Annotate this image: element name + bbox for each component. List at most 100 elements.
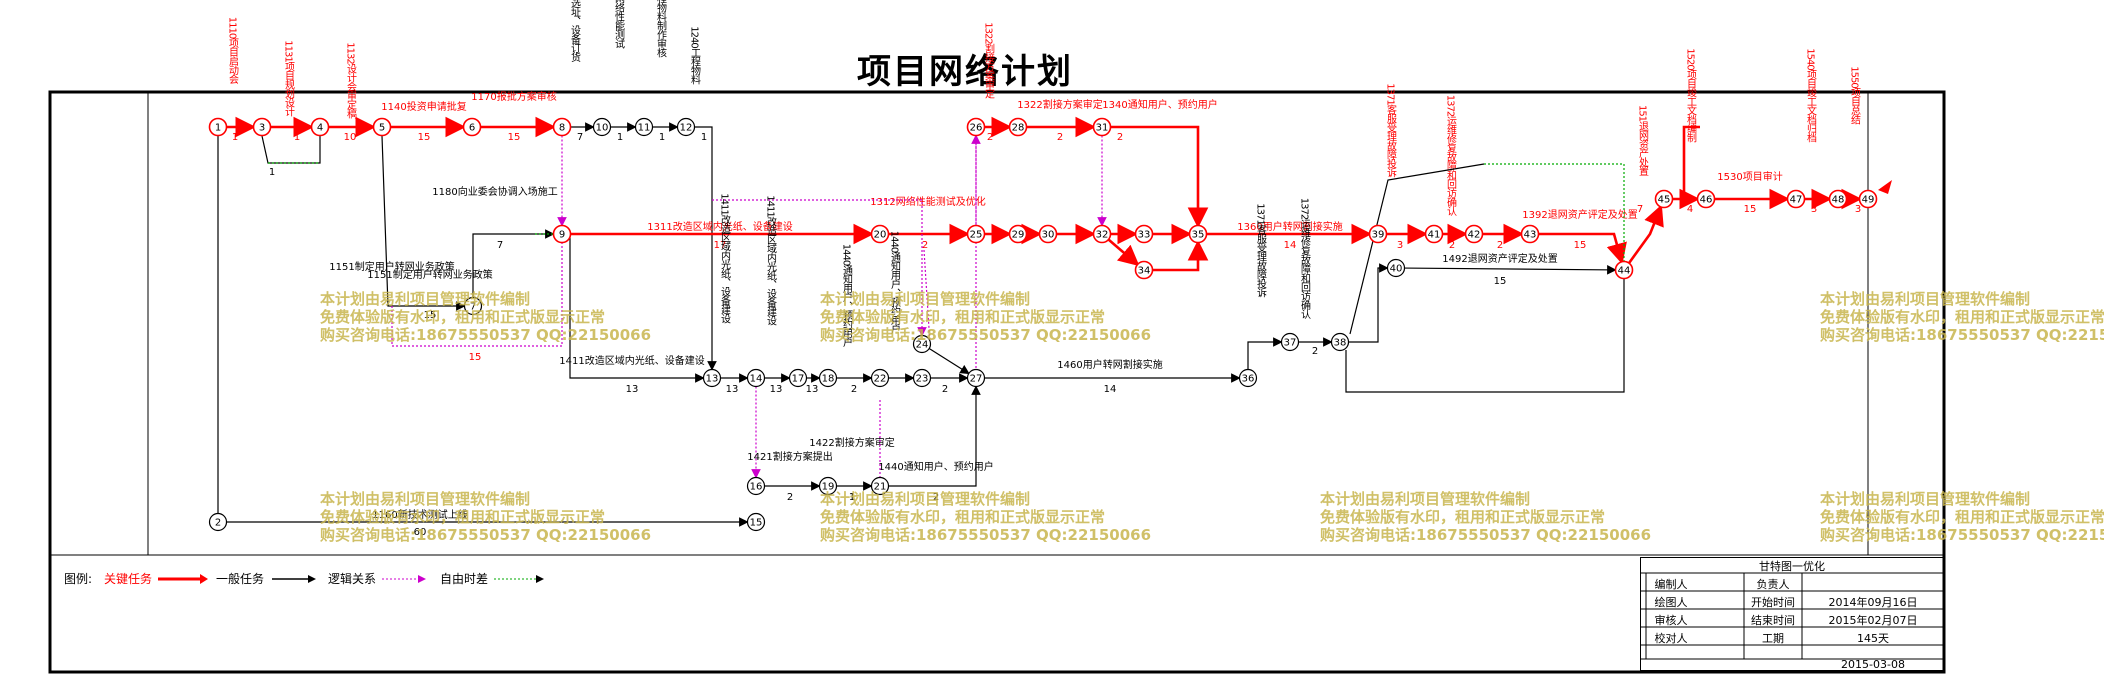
critical-task-arrow xyxy=(1152,239,1209,272)
node-number: 22 xyxy=(874,374,887,385)
node-circle xyxy=(1038,224,1058,244)
task-duration: 1 xyxy=(294,132,300,143)
node-circle xyxy=(310,117,330,137)
task-duration: 15 xyxy=(1744,204,1757,215)
node-number: 20 xyxy=(874,230,887,241)
node-circle xyxy=(634,117,654,137)
node-number: 29 xyxy=(1012,230,1025,241)
task-duration: 1 xyxy=(659,132,665,143)
node-number: 24 xyxy=(916,340,929,351)
node-34: 34 xyxy=(1134,260,1154,280)
task-arrow xyxy=(1345,278,1625,393)
node-38: 38 xyxy=(1330,332,1350,352)
node-circle xyxy=(1828,189,1848,209)
node-circle xyxy=(1368,224,1388,244)
task-arrow xyxy=(472,229,555,298)
node-circle xyxy=(1386,258,1406,278)
node-circle xyxy=(252,117,272,137)
task-label: 1371客服受理故障投诉 xyxy=(1385,83,1397,178)
legend-logic-arrow xyxy=(382,575,426,583)
node-17: 17 xyxy=(788,368,808,388)
node-circle xyxy=(372,117,392,137)
node-number: 11 xyxy=(638,123,651,134)
task-duration: 14 xyxy=(1284,240,1297,251)
node-number: 46 xyxy=(1700,195,1713,206)
task-duration: 7 xyxy=(1637,204,1643,215)
task-duration: 15 xyxy=(1574,240,1587,251)
node-circle xyxy=(1134,260,1154,280)
diagram-title: 项目网络计划 xyxy=(857,52,1073,92)
task-label: 1151制定用户转网业务政策 xyxy=(367,268,492,281)
node-number: 28 xyxy=(1012,123,1025,134)
node-number: 44 xyxy=(1618,266,1631,277)
free-float-arrow xyxy=(391,243,563,347)
watermark-line2: 免费体验版有水印，租用和正式版显示正常 xyxy=(820,508,1106,526)
node-39: 39 xyxy=(1368,224,1388,244)
node-number: 18 xyxy=(822,374,835,385)
node-4: 4 xyxy=(310,117,330,137)
node-13: 13 xyxy=(702,368,722,388)
task-label: 1421割接方案提出 xyxy=(747,450,832,463)
task-label: 1322割接方案审定 xyxy=(1017,98,1102,111)
drawing-frame xyxy=(48,90,1946,674)
task-duration: 2 xyxy=(787,492,793,503)
title-block-value: 2014年09月16日 xyxy=(1828,596,1918,609)
node-1: 1 xyxy=(208,117,228,137)
title-block-key: 负责人 xyxy=(1756,578,1790,591)
watermark-line2: 免费体验版有水印，租用和正式版显示正常 xyxy=(320,308,606,326)
task-duration: 2 xyxy=(1057,132,1063,143)
node-circle xyxy=(966,224,986,244)
node-15: 15 xyxy=(746,512,766,532)
task-label: 1530项目审计 xyxy=(1717,170,1782,183)
task-duration: 3 xyxy=(1855,204,1861,215)
node-31: 31 xyxy=(1092,117,1112,137)
node-number: 4 xyxy=(317,123,323,134)
title-block-value: 145天 xyxy=(1857,632,1889,645)
task-arrow xyxy=(569,234,705,383)
node-circle xyxy=(1696,189,1716,209)
critical-task-arrow xyxy=(1110,125,1209,229)
node-49: 49 xyxy=(1858,189,1878,209)
task-duration: 1 xyxy=(617,132,623,143)
legend-logic-label: 逻辑关系 xyxy=(328,572,377,586)
task-arrow xyxy=(381,135,466,311)
node-number: 5 xyxy=(379,123,385,134)
task-label: 1440通知用户、预约用户 xyxy=(878,460,993,473)
node-6: 6 xyxy=(462,117,482,137)
title-block-value: 2015年02月07日 xyxy=(1828,614,1918,627)
node-10: 10 xyxy=(592,117,612,137)
task-duration: 2 xyxy=(987,132,993,143)
node-21: 21 xyxy=(870,476,890,496)
node-number: 45 xyxy=(1658,195,1671,206)
node-circle xyxy=(702,368,722,388)
node-32: 32 xyxy=(1092,224,1112,244)
node-number: 49 xyxy=(1862,195,1875,206)
node-circle xyxy=(870,476,890,496)
task-duration: 2 xyxy=(1449,240,1455,251)
task-label: 1210机房选址、设备订货 xyxy=(569,0,581,63)
task-label: 1372运维修复故障和回访确认 xyxy=(1299,198,1311,320)
node-number: 40 xyxy=(1390,264,1403,275)
node-42: 42 xyxy=(1464,224,1484,244)
task-duration: 13 xyxy=(770,384,783,395)
task-label: 1422割接方案审定 xyxy=(809,436,894,449)
task-label: 1440通知用户、预约用户 xyxy=(841,244,853,348)
title-block-date: 2015-03-08 xyxy=(1841,658,1905,671)
node-circle xyxy=(552,224,572,244)
node-9: 9 xyxy=(552,224,572,244)
node-circle xyxy=(788,368,808,388)
watermark-line2: 免费体验版有水印，租用和正式版显示正常 xyxy=(820,308,1106,326)
node-8: 8 xyxy=(552,117,572,137)
node-number: 35 xyxy=(1192,230,1205,241)
task-label: 1492退网资产评定及处置 xyxy=(1442,252,1557,265)
task-duration: 7 xyxy=(577,132,583,143)
legend-normal-label: 一般任务 xyxy=(216,572,265,586)
node-number: 32 xyxy=(1096,230,1109,241)
critical-task-arrow xyxy=(1538,232,1627,265)
task-duration: 1 xyxy=(232,132,238,143)
node-number: 7 xyxy=(470,302,476,313)
node-circle xyxy=(912,368,932,388)
node-35: 35 xyxy=(1188,224,1208,244)
node-circle xyxy=(746,368,766,388)
node-number: 39 xyxy=(1372,230,1385,241)
